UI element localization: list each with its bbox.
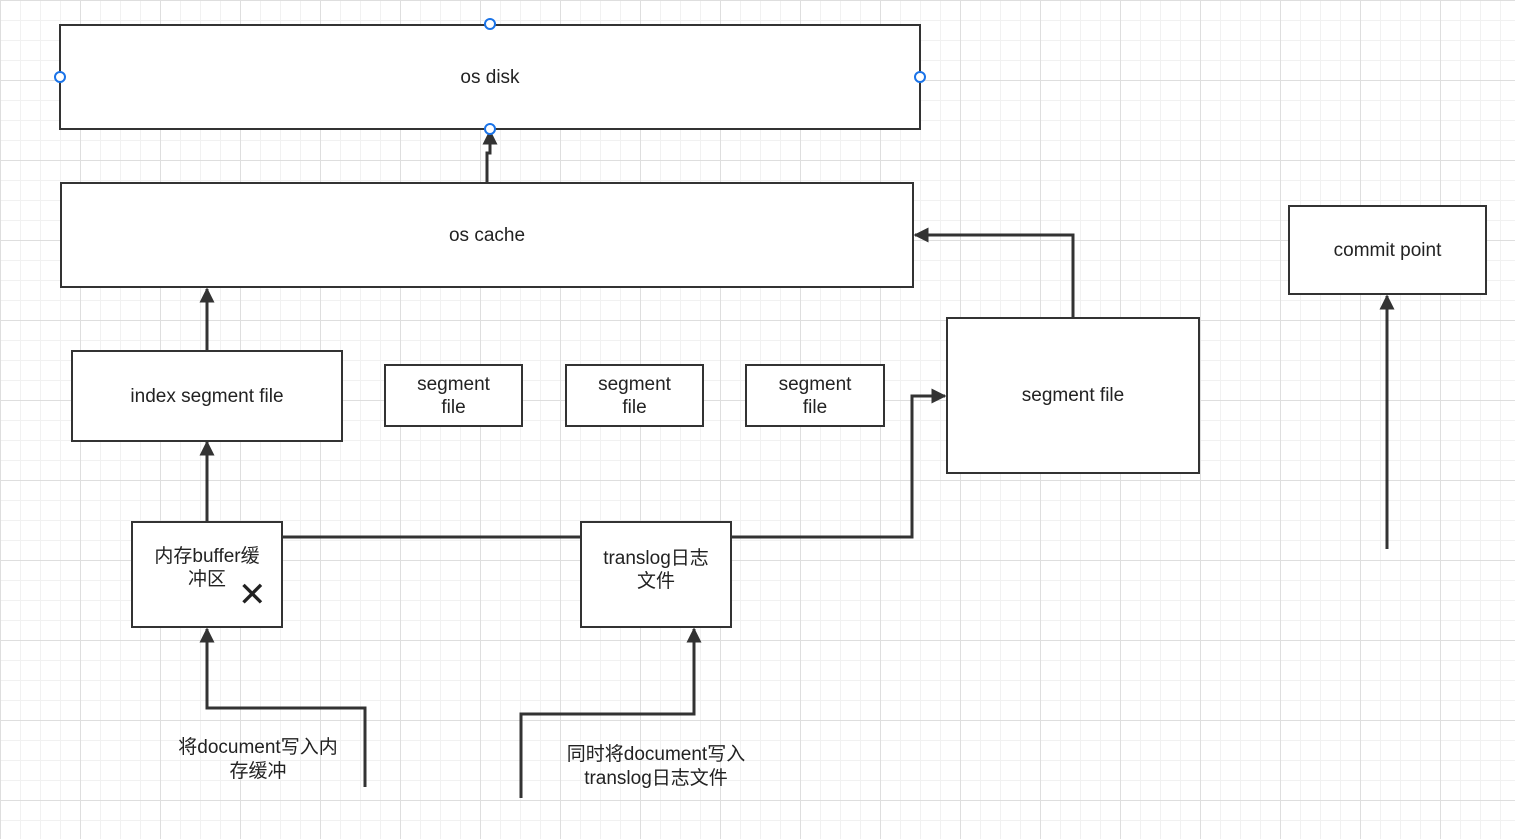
os-disk-label: os disk <box>460 66 520 88</box>
os-disk-box[interactable]: os disk <box>59 24 921 130</box>
segment-file-label-2: segment file <box>598 373 671 418</box>
arrow-write-document-to-buffer[interactable] <box>199 627 367 787</box>
selection-handle-icon[interactable] <box>484 18 496 30</box>
selection-handle-icon[interactable] <box>484 123 496 135</box>
segment-file-box-large[interactable]: segment file <box>946 317 1200 474</box>
write-to-translog-annotation: 同时将document写入 translog日志文件 <box>566 744 746 789</box>
write-to-buffer-annotation: 将document写入内 存缓冲 <box>178 737 338 782</box>
segment-file-large-label: segment file <box>1021 385 1125 406</box>
os-cache-label: os cache <box>448 224 526 246</box>
os-cache-box[interactable]: os cache <box>60 182 914 288</box>
selection-handle-icon[interactable] <box>54 71 66 83</box>
commit-point-box[interactable]: commit point <box>1288 205 1487 295</box>
index-segment-file-box[interactable]: index segment file <box>71 350 343 442</box>
segment-file-label-1: segment file <box>417 373 490 418</box>
segment-file-label-3: segment file <box>778 373 852 418</box>
memory-buffer-box[interactable]: 内存buffer缓 冲区 <box>131 521 283 628</box>
index-segment-file-label: index segment file <box>130 385 284 407</box>
selection-handle-icon[interactable] <box>914 71 926 83</box>
commit-point-label: commit point <box>1333 239 1442 261</box>
translog-file-box[interactable]: translog日志 文件 <box>580 521 732 628</box>
arrow-cache-to-disk[interactable] <box>482 129 498 183</box>
arrow-segment-file-to-cache[interactable] <box>913 227 1075 318</box>
segment-file-box-3[interactable]: segment file <box>745 364 885 427</box>
segment-file-box-1[interactable]: segment file <box>384 364 523 427</box>
segment-file-box-2[interactable]: segment file <box>565 364 704 427</box>
arrow-write-document-to-translog[interactable] <box>519 627 702 798</box>
translog-file-label: translog日志 文件 <box>603 547 709 592</box>
close-x-icon[interactable]: ✕ <box>238 575 267 615</box>
memory-buffer-label: 内存buffer缓 冲区 <box>154 545 260 590</box>
